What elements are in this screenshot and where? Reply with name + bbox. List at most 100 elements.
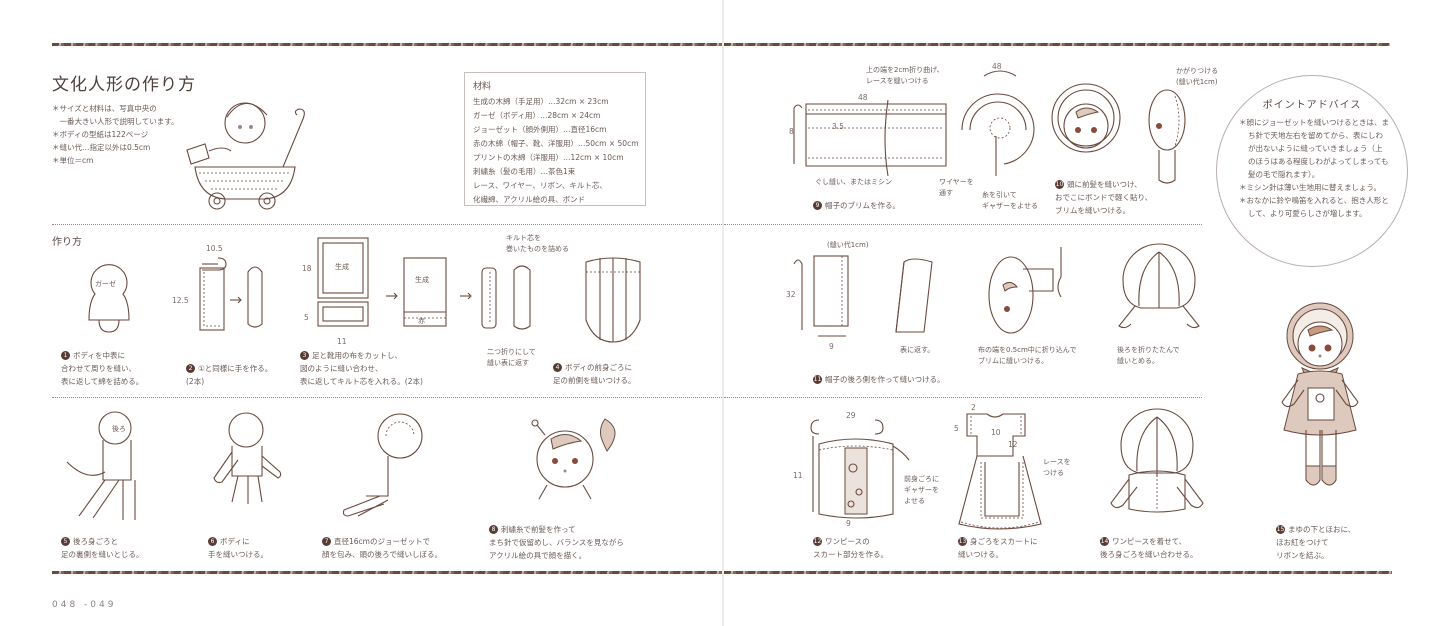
rope-divider-top-right (724, 43, 1390, 46)
step-9-wire-label: ワイヤーを 通す (939, 178, 974, 197)
dotted-divider (724, 397, 1202, 398)
step-2-hand-illustration (199, 257, 263, 331)
step-9-height-dim: 8 (789, 127, 794, 136)
material-item: 生成の木綿（手足用）…32cm × 23cm (473, 97, 609, 106)
step-8-face-illustration (531, 418, 616, 500)
notes: ＊サイズと材料は、写真中央の 一番大きい人形で説明しています。 ＊ボディの型紙は… (52, 102, 179, 167)
step-3-dim-18: 18 (302, 264, 312, 273)
dotted-divider (724, 224, 1202, 225)
step-2-width-dim: 10.5 (206, 244, 223, 253)
step-13-lace-label: レースを つける (1043, 458, 1071, 477)
step-4-body-legs-illustration (585, 257, 641, 343)
advice-title: ポイントアドバイス (1262, 100, 1362, 111)
rope-divider-bottom-right (724, 571, 1392, 574)
material-item: 化繊綿、アクリル絵の具、ボンド (473, 195, 586, 204)
step-11-turned-strip-illustration (895, 258, 933, 333)
step-12-skirt-illustration (810, 419, 910, 519)
step-3-cream-label: 生成 (335, 263, 349, 271)
step-11-fold-in-label: 布の端を0.5cm中に折り込んで ブリムに縫いつける。 (978, 346, 1077, 365)
step-15-finished-doll-illustration (1281, 302, 1359, 486)
dotted-divider (52, 397, 722, 398)
step-1-fabric-label: ガーゼ (95, 280, 116, 288)
material-item: ジョーゼット（顔外側用）…直径16cm (473, 125, 607, 134)
note-pattern: ＊ボディの型紙は122ページ (52, 130, 149, 139)
step-1-body-illustration (88, 264, 130, 333)
step-9-pull-label: 糸を引いて ギャザーをよせる (982, 191, 1038, 210)
materials-box: 材料 生成の木綿（手足用）…32cm × 23cm ガーゼ（ボディ用）…28cm… (464, 72, 646, 206)
step-10-side-view-illustration (1148, 89, 1186, 184)
step-11-height-dim: 32 (786, 290, 796, 299)
step-11-turn-label: 表に返す。 (900, 346, 935, 354)
rope-divider-top-left (52, 43, 722, 46)
material-item: レース、ワイヤー、リボン、キルト芯、 (473, 181, 607, 190)
step-3-leg-illustration (317, 237, 531, 330)
step-5-back-illustration (66, 411, 136, 520)
step-9-brim-gather-illustration (961, 70, 1035, 176)
step-9-inner-dim: 3.5 (832, 122, 844, 131)
point-advice-circle: ポイントアドバイス ＊顔にジョーゼットを縫いつけるときは、まち針で天地左右を留め… (1216, 75, 1408, 267)
step-9-width-dim: 48 (858, 93, 868, 102)
step-3-quilt-label: キルト芯を 巻いたものを詰める (506, 234, 569, 253)
page-title: 文化人形の作り方 (52, 75, 196, 95)
book-spine (722, 0, 724, 626)
step-number: 1 (61, 351, 70, 360)
material-item: ガーゼ（ボディ用）…28cm × 24cm (473, 111, 601, 120)
step-7-head-wrap-illustration (342, 413, 423, 517)
doll-in-carriage-illustration (186, 102, 305, 210)
note-size: ＊サイズと材料は、写真中央の 一番大きい人形で説明しています。 (52, 104, 179, 126)
advice-item: ＊顔にジョーゼットを縫いつけるときは、まち針で天地左右を留めてから、表にしわが出… (1239, 118, 1389, 179)
material-item: プリントの木綿（洋服用）…12cm × 10cm (473, 153, 624, 162)
step-10-face-brim-illustration (1051, 83, 1121, 153)
step-11-fold-back-label: 後ろを折りたたんで 縫いとめる。 (1117, 346, 1180, 365)
step-6-body-arms-illustration (213, 412, 282, 504)
step-10-whip-label: かがりつける (縫い代1cm) (1176, 67, 1219, 86)
note-seam: ＊縫い代…指定以外は0.5cm (52, 143, 151, 152)
material-item: 赤の木綿（帽子、靴、洋服用）…50cm × 50cm (473, 139, 639, 148)
step-9-stitch-label: ぐし縫い、またはミシン (815, 178, 892, 186)
step-12-gather-label: 前身ごろに ギャザーを よせる (904, 475, 939, 505)
dotted-divider (52, 224, 722, 225)
step-11-fold-back-illustration (1118, 243, 1200, 329)
step-3-red-label: 赤 (418, 317, 425, 325)
step-12-height-dim: 11 (793, 471, 803, 480)
step-13-dress-illustration (958, 413, 1042, 530)
material-item: 刺繍糸（髪の毛用）…茶色1束 (473, 167, 576, 176)
step-13-dim-10: 10 (991, 428, 1001, 437)
page-numbers: 048 -049 (52, 600, 117, 610)
materials-title: 材料 (473, 82, 492, 92)
step-13-dim-5: 5 (954, 424, 959, 433)
step-9-brim-strip-illustration (793, 99, 947, 177)
section-title: 作り方 (52, 237, 82, 248)
step-3-dim-11: 11 (337, 337, 347, 346)
step-11-strip-illustration (793, 255, 849, 337)
step-11-attach-illustration (988, 247, 1062, 334)
step-13-dim-2: 2 (971, 403, 976, 412)
step-2-height-dim: 12.5 (172, 296, 189, 305)
note-unit: ＊単位＝cm (52, 156, 94, 165)
step-3-fold-label: 二つ折りにして 縫い表に返す (487, 348, 536, 367)
step-11-seam-label: (縫い代1cm) (827, 241, 869, 249)
step-14-doll-back-illustration (1110, 408, 1204, 513)
step-5-back-label: 後ろ (112, 425, 126, 433)
rope-divider-bottom-left (52, 571, 722, 574)
advice-item: ＊おなかに鈴や鳴笛を入れると、抱き人形として、より可愛らしさが増します。 (1239, 196, 1389, 218)
advice-body: ＊顔にジョーゼットを縫いつけるときは、まち針で天地左右を留めてから、表にしわが出… (1239, 116, 1389, 220)
step-3-dim-5: 5 (304, 313, 309, 322)
step-9-circ-dim: 48 (992, 62, 1002, 71)
advice-item: ＊ミシン針は薄い生地用に替えましょう。 (1239, 183, 1382, 192)
